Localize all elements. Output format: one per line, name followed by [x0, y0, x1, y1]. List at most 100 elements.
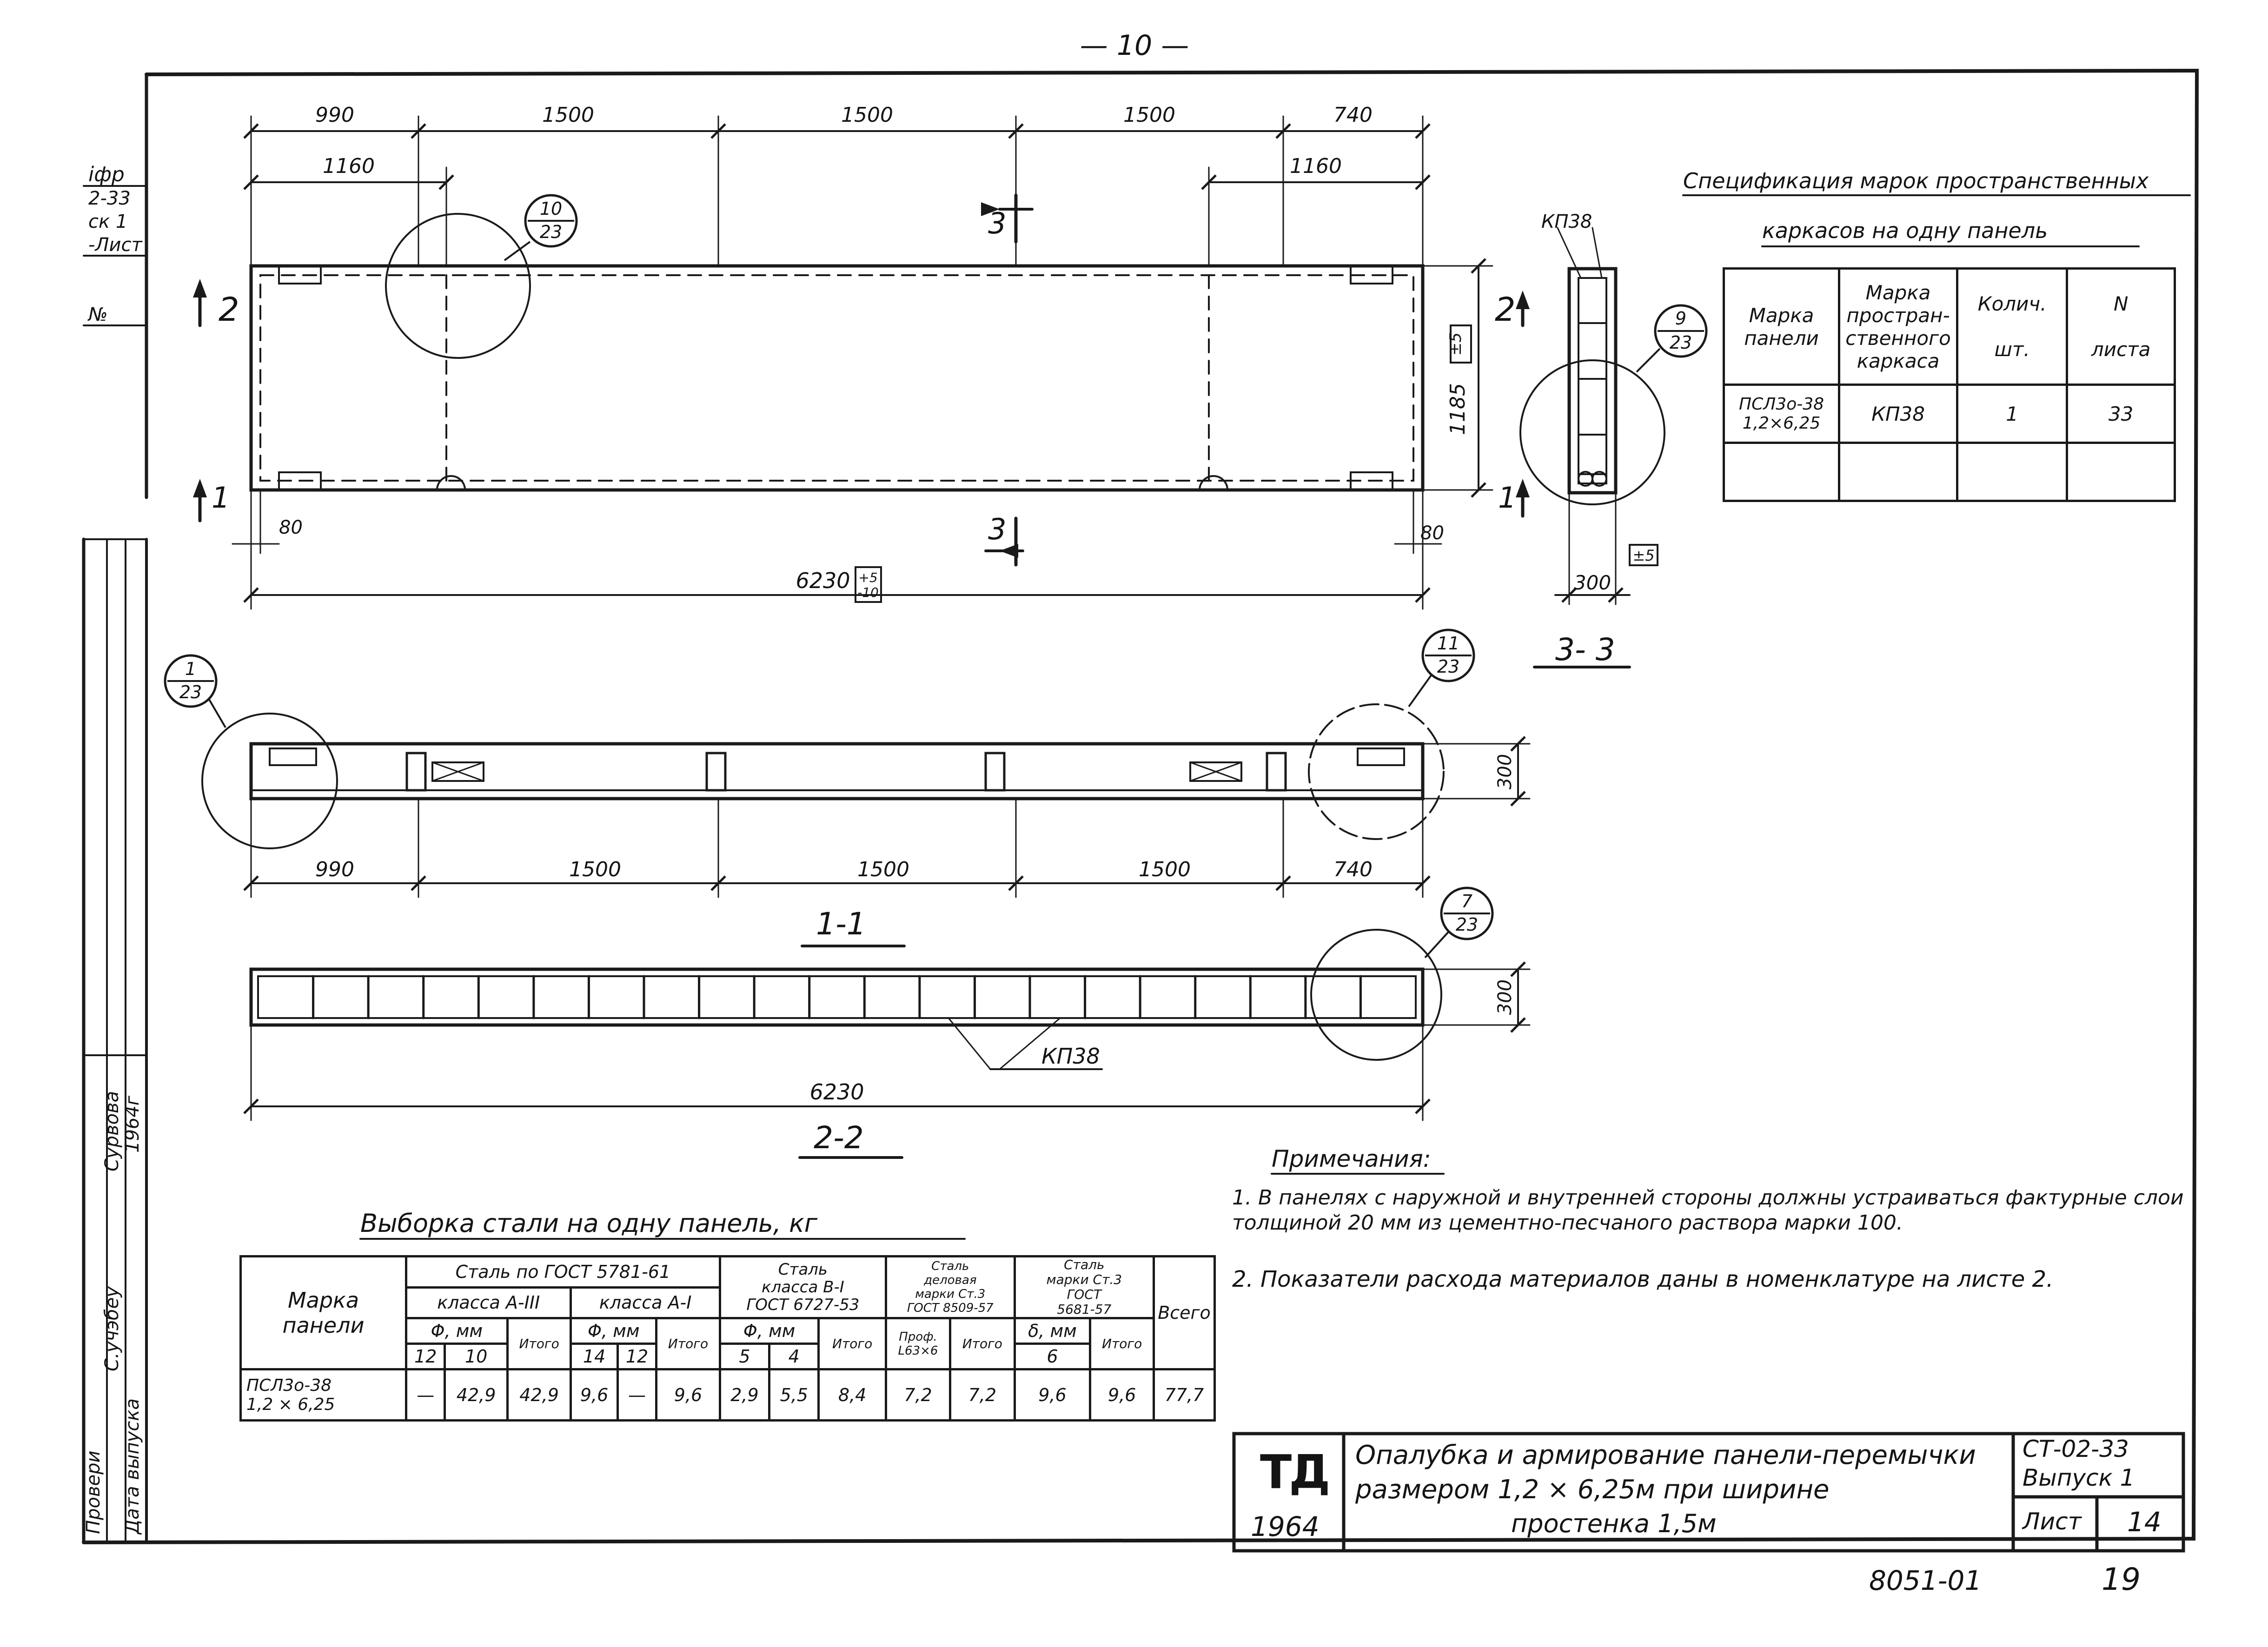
stamp-name-3: Сурвова — [101, 1091, 123, 1171]
section22-outline — [249, 967, 1425, 1027]
section22-kp38-label: КП38 — [1041, 1044, 1100, 1069]
section33-mark-1: 1 — [1498, 481, 1516, 515]
table-row: ПСЛ3о-38 1,2×6,25 КП38 1 33 — [1722, 384, 2176, 444]
dim-top-1500-b: 1500 — [841, 103, 893, 127]
callout-10-sheet: 23 — [540, 222, 562, 242]
steel-value: 2,9 — [718, 1368, 771, 1422]
dim-ticks — [243, 123, 1624, 1114]
section-mark-2-left: 2 — [219, 291, 239, 329]
section11-dim-740: 740 — [1333, 858, 1373, 881]
dim-total-6230: 6230 — [796, 568, 850, 593]
section22-title: 2-2 — [814, 1120, 864, 1156]
section11-dim-1500-a: 1500 — [569, 858, 621, 881]
dim-top-740: 740 — [1333, 103, 1373, 127]
steel-group-prof: Сталь деловая марки Ст.3 ГОСТ 8509-57 — [884, 1255, 1016, 1319]
detail-circle-1 — [201, 713, 338, 849]
stamp-name-1: Провери — [83, 1450, 104, 1534]
steel-value: 9,6 — [655, 1368, 721, 1422]
steel-diam: 6 — [1013, 1343, 1092, 1370]
steel-header-row: Φ, мм Итого Φ, мм Итого Φ, мм Итого Проф… — [241, 1317, 1215, 1370]
dim-top-990: 990 — [315, 103, 354, 127]
spec-title-line2: каркасов на одну панель — [1762, 218, 2048, 243]
steel-value: 77,7 — [1153, 1368, 1216, 1422]
steel-itogo: Итого — [506, 1317, 572, 1370]
embedded-plate — [269, 747, 317, 766]
section11-outline — [249, 742, 1425, 800]
detail-circle-7 — [1310, 929, 1442, 1061]
section11-title: 1-1 — [816, 906, 866, 942]
callout-9-sheet: 23 — [1670, 332, 1692, 353]
steel-value: 7,2 — [884, 1368, 952, 1422]
steel-table: Марка панели Сталь по ГОСТ 5781-61 Сталь… — [239, 1255, 1216, 1422]
callout-9-num: 9 — [1675, 308, 1686, 329]
dim-1160-right: 1160 — [1290, 154, 1342, 178]
spec-col-qty: Колич. шт. — [1956, 267, 2069, 386]
steel-value: 42,9 — [506, 1368, 572, 1422]
callout-10-num: 10 — [540, 198, 562, 219]
steel-diam: 12 — [405, 1343, 446, 1370]
steel-value: 5,5 — [768, 1368, 820, 1422]
panel-plan-hidden-edge — [259, 274, 1414, 482]
lifting-loop-side — [1189, 761, 1242, 782]
spec-cell: ПСЛ3о-38 1,2×6,25 — [1722, 384, 1841, 444]
spec-cell — [1838, 442, 1959, 502]
margin-code-4: -Лист — [88, 234, 143, 256]
stamp-name-2: С.учэбеу — [101, 1286, 123, 1371]
section-mark-3-top: 3 — [988, 206, 1006, 240]
callout-11-num: 11 — [1437, 633, 1459, 654]
dim-total-tol: +5-10 — [857, 570, 879, 600]
steel-value: 9,6 — [1013, 1368, 1092, 1422]
section33-mark-2: 2 — [1495, 291, 1516, 329]
embedded-plate — [278, 471, 322, 491]
section33-dim-300: 300 — [1574, 571, 1611, 594]
steel-class-aiii: класса А-III — [405, 1286, 572, 1319]
title-line-3: простенка 1,5м — [1511, 1509, 1717, 1538]
title-line-1: Опалубка и армирование панели-перемычки — [1355, 1440, 1976, 1470]
notes-title: Примечания: — [1272, 1145, 1431, 1172]
steel-group-b1: Сталь класса В-I ГОСТ 6727-53 — [718, 1255, 887, 1319]
steel-delta: δ, мм — [1013, 1317, 1092, 1345]
spec-cell: 33 — [2066, 384, 2176, 444]
steel-col-total: Всего — [1153, 1255, 1216, 1370]
steel-diam: 5 — [718, 1343, 771, 1370]
margin-code-5: № — [87, 304, 108, 325]
steel-diam: 4 — [768, 1343, 820, 1370]
embedded-plate — [278, 265, 322, 284]
steel-row-marka: ПСЛ3о-38 1,2 × 6,25 — [239, 1368, 407, 1422]
insert-block — [1266, 752, 1287, 792]
steel-group-gost: Сталь по ГОСТ 5781-61 — [405, 1255, 721, 1289]
spec-col-karkas: Марка простран- ственного каркаса — [1838, 267, 1959, 386]
stamp-year: 1964г — [122, 1095, 143, 1153]
callout-1-num: 1 — [185, 659, 196, 679]
steel-header-row: класса А-III класса А-I — [241, 1286, 1215, 1319]
detail-circle-10 — [385, 213, 531, 359]
steel-group-st3: Сталь марки Ст.3 ГОСТ 5681-57 — [1013, 1255, 1155, 1319]
title-series: СТ-02-33 — [2023, 1435, 2129, 1462]
steel-itogo: Итого — [655, 1317, 721, 1370]
callout-7-sheet: 23 — [1456, 914, 1478, 935]
title-block: ТД 1964 Опалубка и армирование панели-пе… — [1232, 1432, 2185, 1553]
spec-cell — [1722, 442, 1841, 502]
page-number-top: — 10 — — [1080, 29, 1189, 62]
detail-circle-9 — [1519, 359, 1665, 505]
steel-value: — — [405, 1368, 446, 1422]
spec-cell: КП38 — [1838, 384, 1959, 444]
lifting-loop — [1199, 475, 1228, 491]
steel-value: 8,4 — [817, 1368, 887, 1422]
section33-outline — [1567, 267, 1618, 495]
lifting-loop — [436, 475, 466, 491]
steel-table-title: Выборка стали на одну панель, кг — [360, 1209, 818, 1238]
dim-80-right: 80 — [1420, 523, 1444, 544]
section22-dim-6230: 6230 — [809, 1079, 864, 1105]
dim-80-left: 80 — [279, 517, 303, 538]
spec-title-line1: Спецификация марок пространственных — [1683, 168, 2149, 193]
cage-stirrups — [312, 975, 1362, 1019]
section22-dim-300: 300 — [1494, 979, 1516, 1015]
spec-col-marka: Марка панели — [1722, 267, 1841, 386]
leader-kp38 — [1557, 227, 1582, 279]
section33-kp38-label: КП38 — [1541, 211, 1592, 232]
section-mark-3-bottom: 3 — [988, 512, 1006, 546]
insert-block — [705, 752, 727, 792]
